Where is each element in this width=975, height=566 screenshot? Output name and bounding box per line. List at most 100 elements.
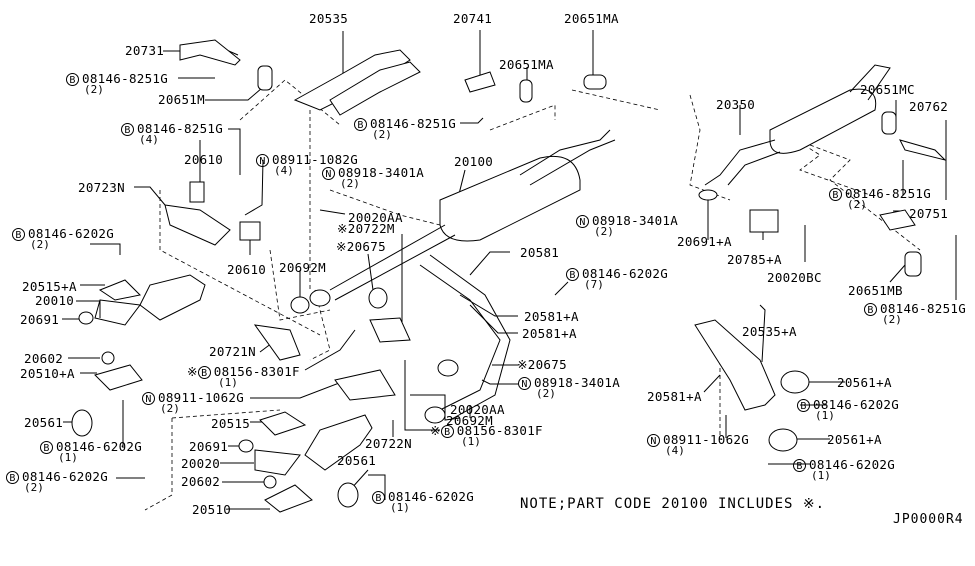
part-number: 08146-6202G [22, 469, 109, 484]
bolt-callout-icon: B [797, 399, 810, 412]
part-number: 08146-6202G [582, 266, 669, 281]
part-label[interactable]: 20561+A [827, 433, 882, 446]
clamp-20561A-b [768, 428, 798, 452]
part-number: 20602 [24, 351, 64, 366]
part-label[interactable]: 20722N [365, 437, 412, 450]
reference-mark-icon: ※ [517, 357, 528, 372]
part-label[interactable]: 20610 [184, 153, 223, 166]
part-label[interactable]: 20510+A [20, 367, 75, 380]
part-label[interactable]: 20561 [337, 454, 376, 467]
part-label[interactable]: 20350 [716, 98, 755, 111]
part-label[interactable]: 20535 [309, 12, 348, 25]
part-label[interactable]: 20762 [909, 100, 948, 113]
part-label[interactable]: 20581+A [524, 310, 579, 323]
part-number: 08146-8251G [82, 71, 169, 86]
hanger-20651MC [881, 111, 897, 135]
part-label[interactable]: 20561 [24, 416, 63, 429]
hanger-20651M [257, 65, 273, 91]
part-number: 20731 [125, 43, 165, 58]
part-quantity: (2) [594, 225, 614, 238]
part-label[interactable]: 20581+A [522, 327, 577, 340]
part-label[interactable]: 20692M [446, 414, 493, 427]
clamp-20561A-a [780, 370, 810, 394]
part-number: 20651M [158, 92, 205, 107]
part-number: 20691 [20, 312, 60, 327]
part-label[interactable]: 20020BC [767, 271, 822, 284]
part-label[interactable]: 20010 [35, 294, 74, 307]
part-label[interactable]: 20751 [909, 207, 948, 220]
part-label[interactable]: 20581 [520, 246, 559, 259]
nut-callout-icon: N [322, 167, 335, 180]
gasket-20691A [698, 189, 718, 201]
part-label[interactable]: 20651M [158, 93, 205, 106]
part-label[interactable]: 20515 [211, 417, 250, 430]
part-label[interactable]: 20561+A [837, 376, 892, 389]
part-label[interactable]: 20741 [453, 12, 492, 25]
part-label[interactable]: 20020AA [450, 403, 505, 416]
part-label[interactable]: 20721N [209, 345, 256, 358]
part-label[interactable]: 20691+A [677, 235, 732, 248]
part-quantity: (7) [584, 278, 604, 291]
part-number: 20721N [209, 344, 256, 359]
bolt-callout-icon: B [864, 303, 877, 316]
nut-callout-icon: N [576, 215, 589, 228]
part-label[interactable]: 20602 [181, 475, 220, 488]
part-label[interactable]: 20510 [192, 503, 231, 516]
part-number: 20692M [446, 413, 493, 428]
part-label[interactable]: 20723N [78, 181, 125, 194]
part-number: 08146-8251G [137, 121, 224, 136]
part-quantity: (1) [461, 435, 481, 448]
part-number: 20020 [181, 456, 221, 471]
reference-mark-icon: ※ [187, 364, 198, 379]
part-label[interactable]: 20610 [227, 263, 266, 276]
part-number: 08918-3401A [338, 165, 425, 180]
part-label[interactable]: ※20675 [517, 358, 567, 371]
part-label[interactable]: 20651MB [848, 284, 903, 297]
part-label[interactable]: 20785+A [727, 253, 782, 266]
part-label[interactable]: 20535+A [742, 325, 797, 338]
part-label[interactable]: 20651MC [860, 83, 915, 96]
part-label[interactable]: ※20675 [336, 240, 386, 253]
part-label[interactable]: 20651MA [499, 58, 554, 71]
part-label[interactable]: 20581+A [647, 390, 702, 403]
part-label[interactable]: 20602 [24, 352, 63, 365]
part-label[interactable]: 20651MA [564, 12, 619, 25]
part-label[interactable]: 20691 [189, 440, 228, 453]
ring-20602 [101, 351, 115, 365]
part-label[interactable]: 20020AA [348, 211, 403, 224]
part-quantity: (4) [139, 133, 159, 146]
bolt-callout-icon: B [793, 459, 806, 472]
part-label[interactable]: 20515+A [22, 280, 77, 293]
part-label[interactable]: 20100 [454, 155, 493, 168]
part-label[interactable]: ※20722M [337, 222, 395, 235]
part-label[interactable]: 20692M [279, 261, 326, 274]
rear-muffler [769, 88, 877, 154]
part-label[interactable]: 20691 [20, 313, 59, 326]
part-quantity: (2) [340, 177, 360, 190]
front-catalyst-1 [139, 274, 206, 321]
ring-20602b [263, 475, 277, 489]
part-label[interactable]: 20731 [125, 44, 164, 57]
part-label[interactable]: 20020 [181, 457, 220, 470]
part-number: 20723N [78, 180, 125, 195]
